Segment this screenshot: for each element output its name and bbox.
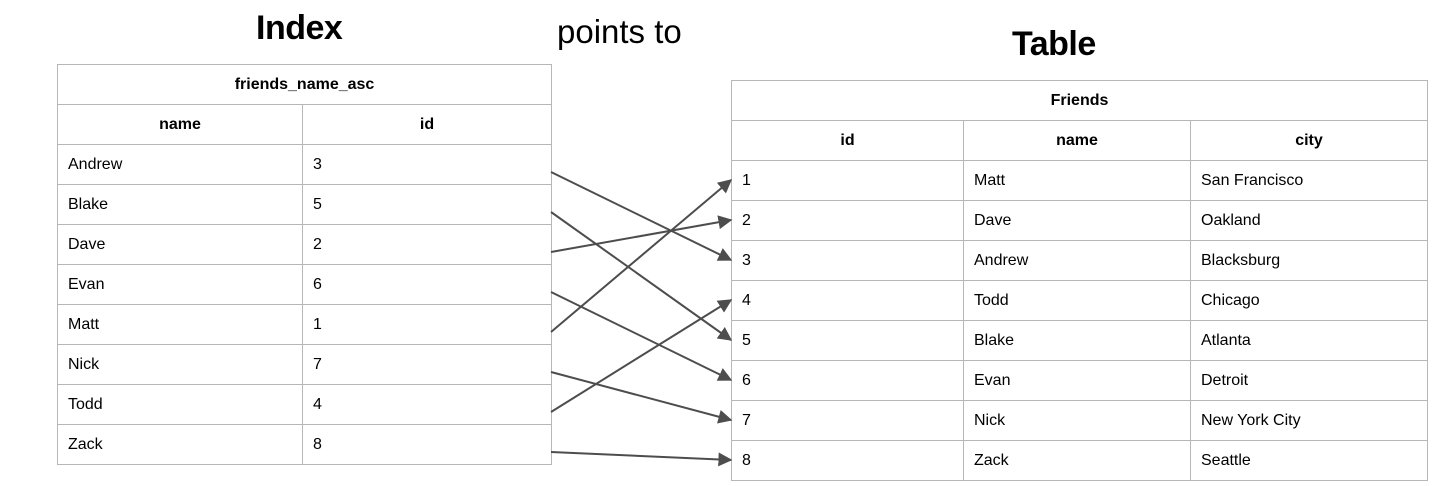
index-cell-name: Todd — [57, 384, 303, 425]
friends-column-header-name: name — [963, 120, 1191, 161]
table-row: Zack 8 — [57, 424, 553, 465]
index-cell-name: Evan — [57, 264, 303, 305]
index-cell-name: Matt — [57, 304, 303, 345]
pointer-arrow — [550, 371, 733, 424]
index-cell-name: Blake — [57, 184, 303, 225]
table-row: 4 Todd Chicago — [731, 280, 1428, 321]
table-row: Nick 7 — [57, 344, 553, 385]
friends-cell-name: Matt — [963, 160, 1191, 201]
index-table-name: friends_name_asc — [56, 64, 553, 105]
table-row: Andrew 3 — [57, 144, 553, 185]
index-cell-id: 8 — [301, 424, 553, 465]
table-row: 8 Zack Seattle — [731, 440, 1428, 481]
index-cell-id: 2 — [301, 224, 553, 265]
points-to-label: points to — [557, 13, 682, 50]
table-row: Matt 1 — [57, 304, 553, 345]
index-cell-id: 4 — [301, 384, 553, 425]
friends-cell-city: Oakland — [1190, 200, 1428, 241]
pointer-arrow — [550, 291, 733, 381]
index-title: Index — [256, 9, 343, 47]
index-table: friends_name_asc name id Andrew 3 Blake … — [56, 64, 553, 465]
pointer-arrow — [550, 171, 733, 261]
table-row: 2 Dave Oakland — [731, 200, 1428, 241]
index-column-header-id: id — [301, 104, 553, 145]
table-row: Evan 6 — [57, 264, 553, 305]
friends-cell-id: 4 — [731, 280, 964, 321]
index-cell-id: 7 — [301, 344, 553, 385]
index-cell-id: 3 — [301, 144, 553, 185]
friends-table: Friends id name city 1 Matt San Francisc… — [731, 80, 1428, 481]
friends-cell-city: Detroit — [1190, 360, 1428, 401]
friends-cell-id: 3 — [731, 240, 964, 281]
friends-cell-id: 1 — [731, 160, 964, 201]
pointer-arrow — [550, 451, 733, 467]
pointer-arrow — [550, 211, 733, 341]
friends-cell-id: 5 — [731, 320, 964, 361]
friends-cell-name: Dave — [963, 200, 1191, 241]
friends-cell-name: Blake — [963, 320, 1191, 361]
friends-cell-id: 2 — [731, 200, 964, 241]
pointer-arrow — [550, 215, 733, 253]
friends-cell-city: Chicago — [1190, 280, 1428, 321]
friends-table-name: Friends — [731, 80, 1428, 121]
friends-cell-id: 6 — [731, 360, 964, 401]
friends-cell-name: Nick — [963, 400, 1191, 441]
friends-cell-name: Zack — [963, 440, 1191, 481]
pointer-arrow — [550, 299, 733, 413]
table-row: 1 Matt San Francisco — [731, 160, 1428, 201]
index-cell-name: Zack — [57, 424, 303, 465]
friends-header-row: id name city — [731, 120, 1428, 161]
index-cell-id: 5 — [301, 184, 553, 225]
index-table-name-row: friends_name_asc — [56, 64, 553, 105]
table-row: 5 Blake Atlanta — [731, 320, 1428, 361]
pointer-arrow — [550, 179, 733, 333]
friends-cell-city: Seattle — [1190, 440, 1428, 481]
friends-cell-name: Todd — [963, 280, 1191, 321]
index-cell-id: 1 — [301, 304, 553, 345]
index-cell-id: 6 — [301, 264, 553, 305]
table-row: Dave 2 — [57, 224, 553, 265]
friends-cell-name: Evan — [963, 360, 1191, 401]
table-title: Table — [1012, 25, 1096, 63]
index-cell-name: Dave — [57, 224, 303, 265]
table-row: 7 Nick New York City — [731, 400, 1428, 441]
friends-cell-name: Andrew — [963, 240, 1191, 281]
friends-cell-id: 7 — [731, 400, 964, 441]
friends-table-name-row: Friends — [731, 80, 1428, 121]
index-cell-name: Nick — [57, 344, 303, 385]
friends-column-header-id: id — [731, 120, 964, 161]
index-cell-name: Andrew — [57, 144, 303, 185]
table-row: Blake 5 — [57, 184, 553, 225]
table-row: Todd 4 — [57, 384, 553, 425]
friends-cell-city: New York City — [1190, 400, 1428, 441]
table-row: 6 Evan Detroit — [731, 360, 1428, 401]
table-row: 3 Andrew Blacksburg — [731, 240, 1428, 281]
index-header-row: name id — [57, 104, 553, 145]
friends-column-header-city: city — [1190, 120, 1428, 161]
index-column-header-name: name — [57, 104, 303, 145]
friends-cell-city: Atlanta — [1190, 320, 1428, 361]
friends-cell-id: 8 — [731, 440, 964, 481]
friends-cell-city: Blacksburg — [1190, 240, 1428, 281]
friends-cell-city: San Francisco — [1190, 160, 1428, 201]
